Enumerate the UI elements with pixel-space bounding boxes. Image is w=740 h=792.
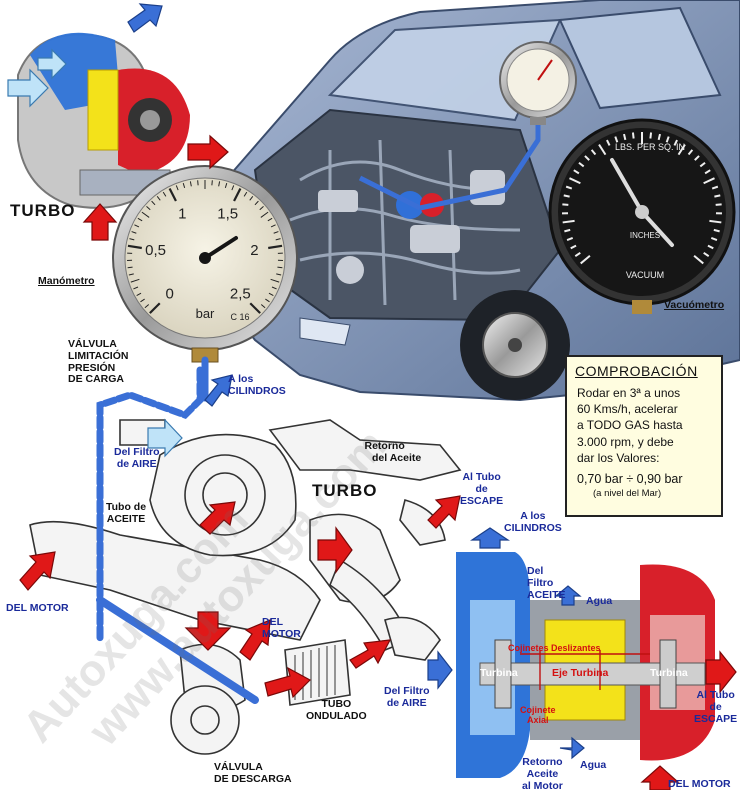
gauge-tick bbox=[128, 267, 133, 268]
vacuum-tick bbox=[562, 204, 568, 205]
tubo-aceite-label: Tubo de ACEITE bbox=[106, 502, 146, 526]
valvula-limitacion-label: VÁLVULA LIMITACIÓN PRESIÓN DE CARGA bbox=[68, 339, 128, 386]
vac-text-bot: VACUUM bbox=[626, 270, 664, 280]
del-motor-mid-label: DEL MOTOR bbox=[262, 617, 301, 641]
gauge-tick-label: 1 bbox=[178, 205, 186, 222]
vacuum-tick bbox=[659, 134, 660, 140]
vacuum-tick bbox=[714, 230, 720, 231]
cut-turbina-left-label: Turbina bbox=[480, 668, 518, 680]
turbo-title-top: TURBO bbox=[10, 201, 75, 220]
cut-del-motor-label: DEL MOTOR bbox=[668, 779, 731, 791]
manometro-label: Manómetro bbox=[38, 276, 95, 288]
comprobacion-body: Rodar en 3ª a unos 60 Kms/h, acelerar a … bbox=[577, 385, 715, 466]
gauge-unit: bar bbox=[196, 306, 215, 321]
gauge-tick-label: 2 bbox=[250, 242, 258, 259]
turbo-title-middle: TURBO bbox=[312, 481, 377, 500]
gauge-tick-label: 0 bbox=[165, 285, 173, 302]
arrow-blue-icon bbox=[128, 4, 162, 32]
arrow-blue-icon bbox=[428, 652, 452, 688]
vac-text-mid: INCHES bbox=[630, 231, 660, 240]
gauge-tick-label: 2,5 bbox=[230, 285, 251, 302]
cut-agua-bottom-label: Agua bbox=[580, 760, 606, 772]
arrow-red-icon bbox=[20, 552, 55, 590]
cut-agua-top-label: Agua bbox=[586, 596, 612, 608]
a-los-cilindros-label-1: A los CILINDROS bbox=[228, 374, 286, 398]
comprobacion-note: (a nivel del Mar) bbox=[593, 488, 721, 499]
vacuum-tick bbox=[650, 133, 651, 139]
vacuum-tick bbox=[633, 133, 634, 139]
arrow-red-icon bbox=[428, 496, 460, 528]
comprobacion-box: COMPROBACIÓN Rodar en 3ª a unos 60 Kms/h… bbox=[565, 355, 723, 517]
al-tubo-escape-label-1: Al Tubo de ESCAPE bbox=[460, 472, 503, 507]
vac-text-top: LBS. PER SQ. IN bbox=[615, 142, 685, 152]
gauge-tick-label: 0,5 bbox=[145, 242, 166, 259]
gauge-code: C 16 bbox=[230, 312, 249, 322]
cut-cojinete-axial-label: Cojinete Axial bbox=[520, 705, 556, 725]
vacuum-tick bbox=[716, 204, 722, 205]
gauge-tick bbox=[277, 267, 282, 268]
arrow-red-icon bbox=[350, 640, 390, 668]
cut-turbina-right-label: Turbina bbox=[650, 668, 688, 680]
del-motor-left-label: DEL MOTOR bbox=[6, 603, 69, 615]
vacuum-tick bbox=[564, 230, 570, 231]
cut-eje-turbina-label: Eje Turbina bbox=[552, 668, 608, 680]
arrow-blue-icon bbox=[472, 528, 508, 548]
gauge-tick-label: 1,5 bbox=[217, 205, 238, 222]
turbo-cutaway-section bbox=[456, 548, 726, 778]
a-los-cilindros-label-2: A los CILINDROS bbox=[504, 511, 562, 535]
del-filtro-aire-label: Del Filtro de AIRE bbox=[114, 447, 160, 471]
vacuometro-label: Vacuómetro bbox=[664, 300, 724, 312]
comprobacion-values: 0,70 bar ÷ 0,90 bar bbox=[577, 472, 721, 486]
cut-del-filtro-aire-label: Del Filtro de AIRE bbox=[384, 686, 430, 710]
vacuum-tick bbox=[714, 195, 720, 196]
comprobacion-title: COMPROBACIÓN bbox=[575, 363, 721, 379]
vacuum-tick bbox=[624, 134, 625, 140]
arrow-red-icon bbox=[84, 204, 116, 240]
tubo-ondulado-label: TUBO ONDULADO bbox=[306, 699, 367, 723]
valvula-descarga-label: VÁLVULA DE DESCARGA bbox=[214, 762, 292, 786]
retorno-aceite-label: Retorno del Aceite bbox=[348, 441, 421, 465]
arrow-red-icon bbox=[188, 136, 228, 168]
cut-cojinetes-label: Cojinetes Deslizantes bbox=[508, 643, 601, 653]
cut-al-tubo-escape-label: Al Tubo de ESCAPE bbox=[694, 690, 737, 725]
cut-del-filtro-aceite-label: Del Filtro ACEITE bbox=[527, 566, 566, 601]
cut-retorno-aceite-label: Retorno Aceite al Motor bbox=[522, 757, 563, 792]
vacuum-tick bbox=[564, 195, 570, 196]
